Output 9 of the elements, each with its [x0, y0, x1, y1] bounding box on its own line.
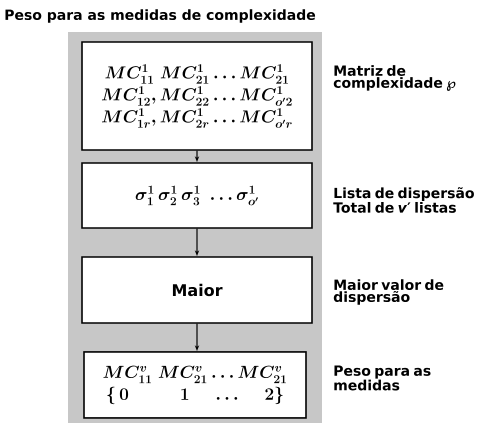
process-box: Maior — [81, 256, 313, 324]
side-note: Maior valor de dispersão — [334, 279, 444, 305]
process-box: $\sigma^1_1\, \sigma^1_2\, \sigma^1_3\; \dots \sigma^1_{o'}$ — [81, 162, 313, 229]
process-box: $MC^v_{11}\; MC^v_{21} \dots MC^v_{21}$ $\{\,0 \qquad\quad 1 \quad\; \dots \quad\; 2\}$ — [83, 351, 307, 419]
side-note: Lista de dispersão Total de v′ listas — [333, 187, 474, 213]
title: Peso para as medidas de complexidade — [6, 9, 316, 23]
process-box: $MC^1_{11}\; MC^1_{21} \dots MC^1_{21}$ $MC^1_{12}, MC^1_{22} \dots MC^1_{o'2}$ $MC^1_{1r}, MC^1_{2r} \dots MC^1_{o'r}$ — [81, 41, 313, 151]
side-note: Peso para as medidas — [334, 366, 430, 390]
side-note: Matriz de complexidade ℘ — [334, 65, 456, 91]
